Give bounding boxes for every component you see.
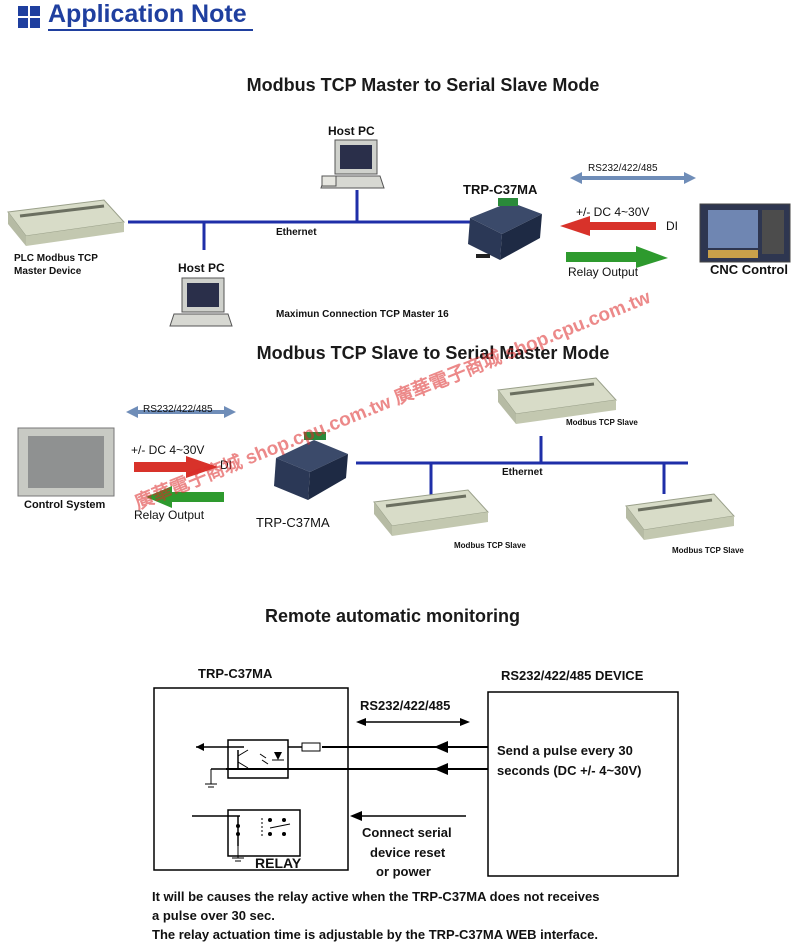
- serial-double-arrow: [570, 172, 696, 184]
- pulse-line-2: seconds (DC +/- 4~30V): [497, 763, 642, 778]
- section3-title: Remote automatic monitoring: [265, 606, 521, 626]
- trp-box: [153, 687, 349, 871]
- slave-top-icon: [497, 377, 618, 424]
- control-system-label: Control System: [24, 499, 106, 511]
- relay-output-arrow-2: [146, 486, 224, 508]
- relay-icon: [192, 809, 301, 862]
- relay-output-label-2: Relay Output: [134, 508, 205, 522]
- dc-label-2: +/- DC 4~30V: [131, 443, 205, 457]
- relay-output-arrow: [566, 246, 668, 268]
- cnc-control-label: CNC Control: [710, 262, 788, 277]
- serial-label-1: RS232/422/485: [588, 163, 658, 174]
- reset-line-3: or power: [376, 864, 431, 879]
- section3-diagram: [153, 687, 679, 877]
- serial-double-arrow-2: [126, 406, 236, 418]
- header: Application Note: [6, 0, 266, 32]
- trp-device-label-3: TRP-C37MA: [198, 666, 273, 681]
- trp-device-icon: [468, 198, 542, 260]
- reset-line-2: device reset: [370, 845, 446, 860]
- section2-title: Modbus TCP Slave to Serial Master Mode: [256, 343, 610, 363]
- ethernet-label-2: Ethernet: [502, 467, 543, 478]
- slave-top-label: Modbus TCP Slave: [566, 418, 638, 427]
- optocoupler-icon: [196, 739, 321, 788]
- app-note-icon: [18, 6, 40, 28]
- pulse-line-1: Send a pulse every 30: [497, 743, 633, 758]
- relay-label: RELAY: [255, 855, 302, 871]
- dc-label-1: +/- DC 4~30V: [576, 205, 650, 219]
- ethernet-label-1: Ethernet: [276, 227, 317, 238]
- slave-mid-label: Modbus TCP Slave: [454, 541, 526, 550]
- serial-label-2: RS232/422/485: [143, 404, 213, 415]
- reset-line-1: Connect serial: [362, 825, 452, 840]
- section1-diagram: [7, 139, 791, 327]
- control-system-icon: [17, 427, 115, 497]
- plc-label: PLC Modbus TCP Master Device: [14, 253, 98, 277]
- di-arrow: [560, 216, 656, 236]
- host-pc-bottom-icon: [169, 277, 233, 327]
- section2-diagram: [17, 377, 735, 540]
- relay-output-label-1: Relay Output: [568, 265, 639, 279]
- rs-device-label: RS232/422/485 DEVICE: [501, 668, 644, 683]
- title-underline: [48, 29, 253, 31]
- max-connection-note: Maximun Connection TCP Master 16: [276, 309, 449, 320]
- di-label-1: DI: [666, 219, 678, 233]
- rs-device-box: [487, 691, 679, 877]
- serial-label-3: RS232/422/485: [360, 698, 451, 713]
- note-line-2: a pulse over 30 sec.: [152, 908, 275, 923]
- note-line-1: It will be causes the relay active when …: [152, 889, 600, 904]
- slave-right-icon: [625, 493, 735, 540]
- page-title: Application Note: [48, 0, 247, 28]
- slave-right-label: Modbus TCP Slave: [672, 546, 744, 555]
- section1-title: Modbus TCP Master to Serial Slave Mode: [246, 75, 600, 95]
- di-arrow-2: [134, 456, 218, 478]
- host-pc-top-icon: [320, 139, 385, 189]
- host-pc-bottom-label: Host PC: [178, 261, 225, 275]
- trp-device-label-1: TRP-C37MA: [463, 182, 538, 197]
- slave-mid-icon: [373, 489, 490, 536]
- di-label-2: DI: [220, 458, 232, 472]
- note-line-3: The relay actuation time is adjustable b…: [152, 927, 598, 942]
- trp-device-label-2: TRP-C37MA: [256, 515, 330, 530]
- cnc-control-icon: [699, 203, 791, 263]
- trp-device-icon-2: [274, 432, 348, 500]
- plc-device-icon: [7, 199, 126, 246]
- host-pc-top-label: Host PC: [328, 124, 375, 138]
